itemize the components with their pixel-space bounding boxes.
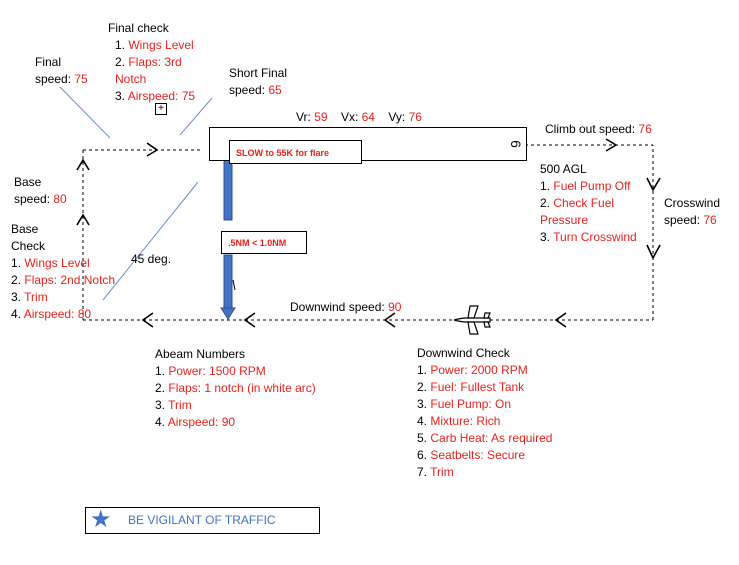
vr-label: Vr: bbox=[296, 110, 311, 124]
chevron-down-icon bbox=[646, 244, 661, 260]
climb-out-value: 76 bbox=[638, 122, 652, 136]
final-check: Final check 1. Wings Level 2. Flaps: 3rd… bbox=[108, 20, 210, 105]
chevron-left-icon bbox=[141, 312, 154, 328]
distance-box: .5NM < 1.0NM bbox=[221, 231, 307, 254]
plus-box-icon: + bbox=[155, 103, 167, 115]
pattern-path bbox=[82, 144, 654, 321]
chevron-left-icon bbox=[383, 312, 396, 328]
base-speed-value: 80 bbox=[53, 192, 67, 206]
final-speed: Final speed: 75 bbox=[35, 55, 88, 86]
vx-label: Vx: bbox=[340, 110, 359, 124]
downwind-speed: Downwind speed: 90 bbox=[290, 300, 402, 314]
chevron-up-icon bbox=[76, 213, 90, 226]
vy-label: Vy: bbox=[388, 110, 406, 124]
climb-out-speed: Climb out speed: 76 bbox=[545, 122, 652, 136]
final-speed-value: 75 bbox=[74, 72, 88, 86]
chevron-down-icon bbox=[646, 177, 661, 192]
downwind-check-title: Downwind Check bbox=[417, 346, 510, 360]
vy-value: 76 bbox=[408, 110, 422, 124]
agl-500-title: 500 AGL bbox=[540, 162, 587, 176]
flare-box: SLOW to 55K for flare bbox=[229, 140, 362, 164]
short-final-value: 65 bbox=[268, 83, 282, 97]
chevron-left-icon bbox=[243, 312, 256, 328]
star-icon: ★ bbox=[90, 506, 112, 533]
final-check-item: 1. Wings Level bbox=[115, 38, 194, 52]
vigilant-traffic-banner: ★ BE VIGILANT OF TRAFFIC bbox=[85, 507, 320, 534]
angle-label: 45 deg. bbox=[131, 252, 172, 266]
crosswind-speed: Crosswind speed: 76 bbox=[664, 196, 721, 227]
base-speed: Base speed: 80 bbox=[14, 175, 67, 206]
runway-number: 6 bbox=[508, 140, 525, 148]
airplane-icon bbox=[453, 305, 491, 335]
final-check-item: 2. Flaps: 3rd Notch bbox=[115, 55, 182, 86]
vr-value: 59 bbox=[314, 110, 328, 124]
abeam-numbers-check: Abeam Numbers 1. Power: 1500 RPM 2. Flap… bbox=[155, 347, 316, 429]
vx-value: 64 bbox=[361, 110, 375, 124]
crosswind-value: 76 bbox=[703, 213, 717, 227]
direction-chevrons bbox=[76, 138, 661, 328]
angle-45-line bbox=[102, 181, 199, 301]
chevron-up-icon bbox=[76, 158, 90, 171]
base-check: Base Check 1. Wings Level 2. Flaps: 2nd … bbox=[11, 222, 116, 321]
final-check-title: Final check bbox=[108, 21, 169, 35]
chevron-left-icon bbox=[554, 312, 567, 328]
short-final-pointer bbox=[179, 97, 213, 136]
vigilant-text: BE VIGILANT OF TRAFFIC bbox=[128, 513, 276, 527]
chevron-right-icon bbox=[605, 138, 618, 152]
chevron-right-icon bbox=[146, 142, 159, 157]
short-final-speed: Short Final speed: 65 bbox=[229, 66, 288, 97]
final-check-item: 3. Airspeed: 75 bbox=[115, 89, 196, 103]
downwind-speed-value: 90 bbox=[388, 300, 402, 314]
downwind-check: Downwind Check 1. Power: 2000 RPM 2. Fue… bbox=[417, 346, 553, 479]
agl-500-check: 500 AGL 1. Fuel Pump Off 2. Check Fuel P… bbox=[540, 162, 637, 244]
v-speeds: Vr: 59 Vx: 64 Vy: 76 bbox=[296, 109, 422, 126]
final-speed-pointer bbox=[59, 86, 111, 139]
abeam-title: Abeam Numbers bbox=[155, 347, 246, 361]
